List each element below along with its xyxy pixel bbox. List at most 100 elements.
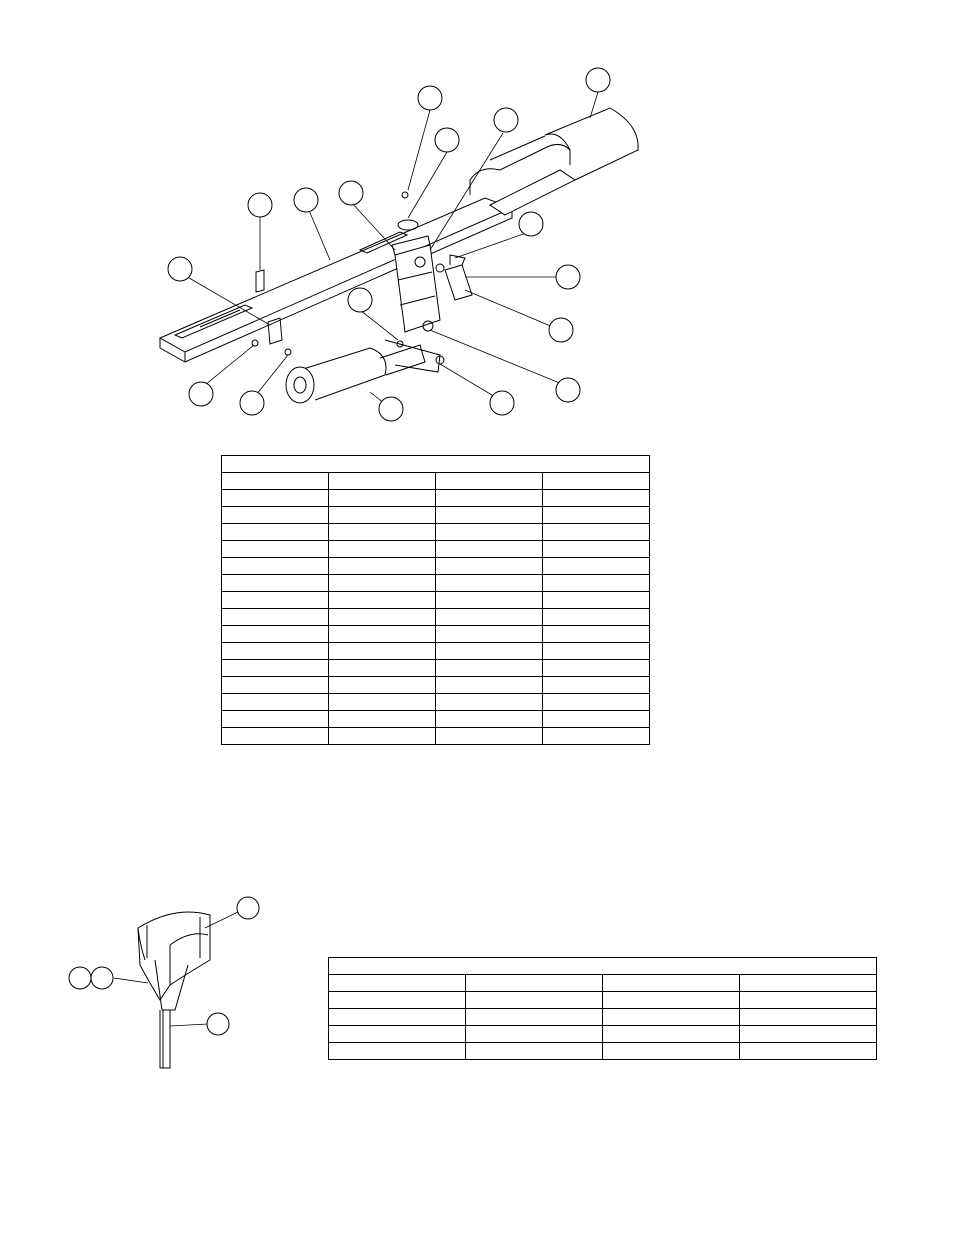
- callout-bubble: [434, 127, 460, 153]
- table-cell: [602, 1042, 740, 1060]
- table-cell: [435, 608, 543, 626]
- table-cell: [739, 1025, 877, 1043]
- table-row: [221, 676, 650, 694]
- callout-bubble: [518, 211, 544, 237]
- bracket-part: [391, 235, 441, 333]
- column-header: [221, 472, 329, 490]
- table-cell: [435, 489, 543, 507]
- table-cell: [602, 1008, 740, 1026]
- table-cell: [221, 727, 329, 745]
- table-row: [221, 625, 650, 643]
- table-cell: [542, 710, 650, 728]
- table-cell: [542, 523, 650, 541]
- table-cell: [328, 574, 436, 592]
- table-cell: [328, 489, 436, 507]
- table-caption: [221, 455, 650, 473]
- table-cell: [328, 693, 436, 711]
- table-cell: [221, 591, 329, 609]
- callout-bubble: [167, 256, 193, 282]
- table-cell: [221, 523, 329, 541]
- table-cell: [221, 710, 329, 728]
- table-cell: [328, 642, 436, 660]
- table-cell: [221, 625, 329, 643]
- table-cell: [328, 540, 436, 558]
- column-header: [328, 974, 466, 992]
- callout-bubble: [489, 390, 515, 416]
- table-cell: [221, 659, 329, 677]
- table-row: [221, 659, 650, 677]
- callout-bubble: [236, 896, 260, 920]
- column-header: [602, 974, 740, 992]
- table-cell: [328, 591, 436, 609]
- table-cell: [435, 574, 543, 592]
- table-cell: [328, 625, 436, 643]
- table-cell: [221, 574, 329, 592]
- callout-bubble: [90, 966, 114, 990]
- callout-bubble: [247, 192, 273, 218]
- table-row: [221, 710, 650, 728]
- table-cell: [542, 506, 650, 524]
- table-cell: [221, 693, 329, 711]
- table-cell: [328, 676, 436, 694]
- table-row: [221, 557, 650, 575]
- table-cell: [465, 1008, 603, 1026]
- column-header: [739, 974, 877, 992]
- callout-bubble: [493, 107, 519, 133]
- table-cell: [328, 727, 436, 745]
- callout-bubble: [206, 1012, 230, 1036]
- leader-lines: [183, 91, 599, 409]
- table-cell: [739, 1008, 877, 1026]
- table-row: [328, 1042, 877, 1060]
- table-cell: [542, 557, 650, 575]
- table-cell: [328, 1008, 466, 1026]
- table-cell: [435, 625, 543, 643]
- table-cell: [221, 489, 329, 507]
- table-cell: [739, 991, 877, 1009]
- callout-bubble: [239, 390, 265, 416]
- callout-bubbles: [68, 896, 260, 1036]
- seat-support-drawing: [68, 896, 260, 1069]
- table-cell: [435, 540, 543, 558]
- table-cell: [435, 557, 543, 575]
- table-row: [328, 991, 877, 1009]
- table-cell: [435, 642, 543, 660]
- table-cell: [328, 710, 436, 728]
- table-row: [221, 540, 650, 558]
- table-cell: [328, 557, 436, 575]
- table-cell: [221, 642, 329, 660]
- table-cell: [465, 1042, 603, 1060]
- table-cell: [435, 676, 543, 694]
- table-cell: [328, 506, 436, 524]
- table-cell: [542, 574, 650, 592]
- column-header: [328, 472, 436, 490]
- actuator-part: [285, 339, 445, 404]
- table-cell: [328, 608, 436, 626]
- column-header: [542, 472, 650, 490]
- parts-list-table-top: [221, 455, 650, 745]
- hardware-parts: [251, 191, 419, 356]
- table-cell: [542, 727, 650, 745]
- callout-bubble: [68, 966, 92, 990]
- table-cell: [221, 676, 329, 694]
- table-row: [328, 1008, 877, 1026]
- exploded-view-drawing: [158, 67, 639, 422]
- callout-bubble: [188, 381, 214, 407]
- table-row: [221, 693, 650, 711]
- table-cell: [465, 1025, 603, 1043]
- table-row: [221, 506, 650, 524]
- seat-support-part: [137, 911, 211, 1069]
- leader-lines: [113, 911, 239, 1027]
- table-cell: [602, 991, 740, 1009]
- table-cell: [328, 523, 436, 541]
- column-header: [435, 472, 543, 490]
- table-cell: [542, 625, 650, 643]
- column-header: [465, 974, 603, 992]
- table-cell: [435, 591, 543, 609]
- handle-part: [435, 254, 473, 301]
- callout-bubble: [378, 396, 404, 422]
- table-cell: [435, 659, 543, 677]
- table-caption: [328, 957, 877, 975]
- table-cell: [435, 523, 543, 541]
- callout-bubble: [338, 180, 364, 206]
- table-header-row: [328, 974, 877, 992]
